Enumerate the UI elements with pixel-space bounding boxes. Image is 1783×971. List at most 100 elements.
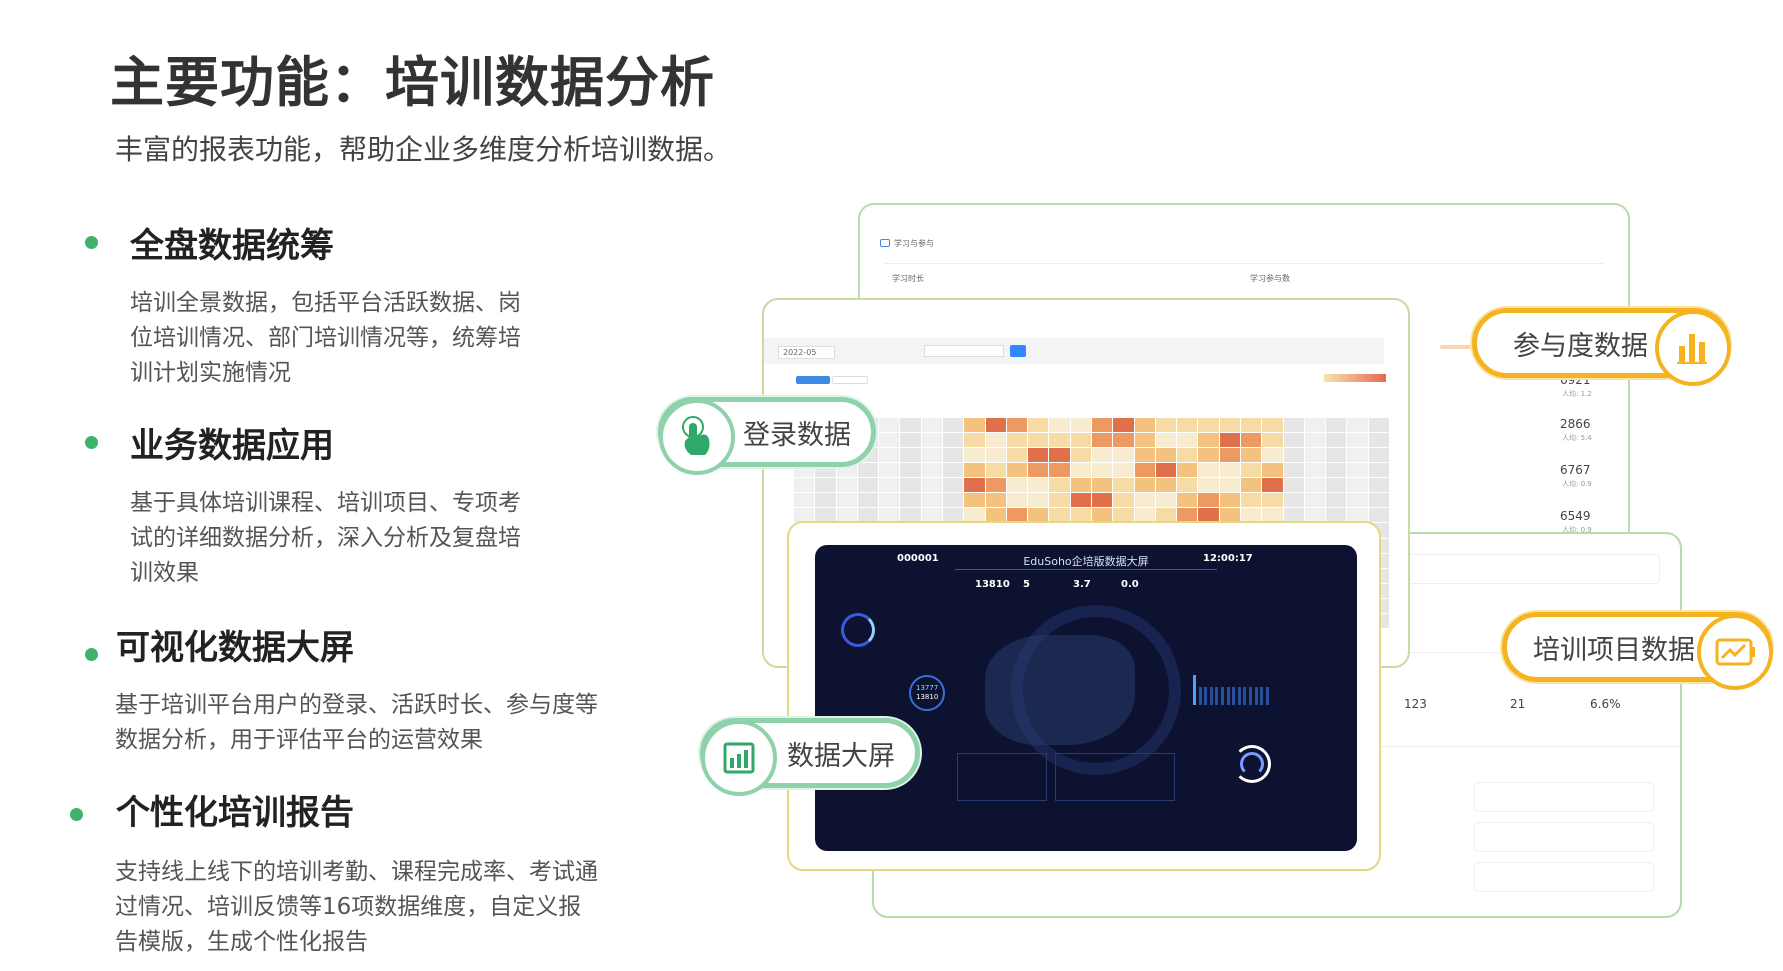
- heatmap-cell: [1219, 433, 1240, 448]
- heatmap-cell: [1049, 463, 1070, 478]
- heatmap-cell: [1368, 478, 1389, 493]
- heatmap-cell: [1262, 448, 1283, 463]
- heatmap-cell: [1134, 508, 1155, 523]
- stat-value: 21: [1510, 697, 1526, 711]
- heatmap-cell: [1134, 448, 1155, 463]
- heatmap-cell: [1198, 493, 1219, 508]
- heatmap-cell: [1219, 508, 1240, 523]
- heatmap-cell: [900, 463, 921, 478]
- heatmap-cell: [1347, 463, 1368, 478]
- heatmap-cell: [964, 433, 985, 448]
- bar: [1226, 687, 1230, 705]
- heatmap-cell: [1049, 508, 1070, 523]
- stat-value: 6767: [1560, 463, 1591, 477]
- heatmap-cell: [879, 508, 900, 523]
- heatmap-cell: [1006, 448, 1028, 463]
- heatmap-cell: [879, 418, 900, 433]
- page-title: 主要功能：培训数据分析: [110, 51, 715, 114]
- dashboard-title: EduSoho企培版数据大屏: [1023, 555, 1149, 568]
- heatmap-cell: [1198, 463, 1219, 478]
- heatmap-cell: [1283, 508, 1304, 523]
- heatmap-cell: [1219, 418, 1240, 433]
- heatmap-cell: [921, 478, 942, 493]
- heatmap-cell: [1049, 448, 1070, 463]
- heatmap-cell: [1326, 493, 1347, 508]
- heatmap-cell: [1092, 478, 1113, 493]
- heatmap-cell: [1304, 493, 1326, 508]
- heatmap-cell: [1134, 493, 1155, 508]
- stat-sub: 人均: 0.9: [1562, 526, 1592, 534]
- heatmap-cell: [1262, 493, 1283, 508]
- heatmap-cell: [943, 418, 964, 433]
- heatmap-cell: [1113, 433, 1134, 448]
- heatmap-cell: [1134, 478, 1155, 493]
- heatmap-cell: [1070, 448, 1091, 463]
- heatmap-cell: [1283, 433, 1304, 448]
- heatmap-cell: [1177, 448, 1198, 463]
- heatmap-cell: [1326, 448, 1347, 463]
- heatmap-cell: [1368, 448, 1389, 463]
- heatmap-cell: [857, 463, 879, 478]
- heatmap-cell: [1028, 478, 1049, 493]
- heatmap-cell: [857, 493, 879, 508]
- heatmap-cell: [1198, 418, 1219, 433]
- heatmap-cell: [1219, 493, 1240, 508]
- heatmap-cell: [1134, 418, 1155, 433]
- heatmap-cell: [1347, 493, 1368, 508]
- bar: [1204, 687, 1208, 705]
- heatmap-cell: [794, 493, 815, 508]
- heatmap-cell: [1347, 418, 1368, 433]
- heatmap-cell: [1092, 448, 1113, 463]
- table-panel: [1055, 753, 1175, 801]
- heatmap-cell: [921, 418, 942, 433]
- stat-value: 6549: [1560, 509, 1591, 523]
- heatmap-cell: [1113, 493, 1134, 508]
- shield-icon: [880, 239, 890, 247]
- stat-sub: 人均: 5.4: [1562, 434, 1592, 442]
- heatmap-cell: [1241, 493, 1262, 508]
- heatmap-cell: [1028, 418, 1049, 433]
- heatmap-cell: [836, 508, 857, 523]
- heatmap-cell: [1028, 463, 1049, 478]
- heatmap-cell: [1070, 508, 1091, 523]
- feature-bullet: [70, 808, 83, 821]
- heatmap-cell: [1347, 508, 1368, 523]
- heatmap-cell: [943, 463, 964, 478]
- heatmap-cell: [900, 508, 921, 523]
- feature-description: 支持线上线下的培训考勤、课程完成率、考试通过情况、培训反馈等16项数据维度，自定…: [115, 859, 598, 955]
- heatmap-cell: [1155, 433, 1177, 448]
- heatmap-cell: [1241, 463, 1262, 478]
- heatmap-cell: [1006, 478, 1028, 493]
- heatmap-cell: [1347, 478, 1368, 493]
- heatmap-cell: [1155, 463, 1177, 478]
- bar-chart: [1193, 673, 1273, 705]
- heatmap-cell: [1241, 433, 1262, 448]
- heatmap-cell: [1113, 478, 1134, 493]
- heatmap-cell: [985, 493, 1006, 508]
- heatmap-cell: [1219, 463, 1240, 478]
- search-button: [1010, 345, 1026, 357]
- bar: [1193, 675, 1196, 705]
- kpi-value: 13810: [975, 579, 1010, 590]
- heatmap-cell: [900, 493, 921, 508]
- heatmap-cell: [1198, 448, 1219, 463]
- heatmap-cell: [985, 463, 1006, 478]
- heatmap-cell: [1304, 448, 1326, 463]
- feature-heading: 全盘数据统筹: [130, 226, 334, 266]
- heatmap-cell: [1177, 478, 1198, 493]
- dashboard-time: 12:00:17: [1203, 553, 1253, 564]
- heatmap-cell: [1006, 463, 1028, 478]
- heatmap-cell: [1177, 508, 1198, 523]
- heatmap-cell: [857, 508, 879, 523]
- heatmap-cell: [1070, 418, 1091, 433]
- pill-label: 数据大屏: [787, 740, 895, 772]
- heatmap-cell: [857, 478, 879, 493]
- kpi-value: 3.7: [1073, 579, 1091, 590]
- heatmap-cell: [985, 418, 1006, 433]
- bar: [1209, 687, 1213, 705]
- engagement-data-badge: 参与度数据: [1472, 308, 1731, 386]
- heatmap-cell: [1006, 508, 1028, 523]
- heatmap-cell: [1326, 508, 1347, 523]
- heatmap-cell: [1262, 478, 1283, 493]
- heatmap-cell: [1368, 463, 1389, 478]
